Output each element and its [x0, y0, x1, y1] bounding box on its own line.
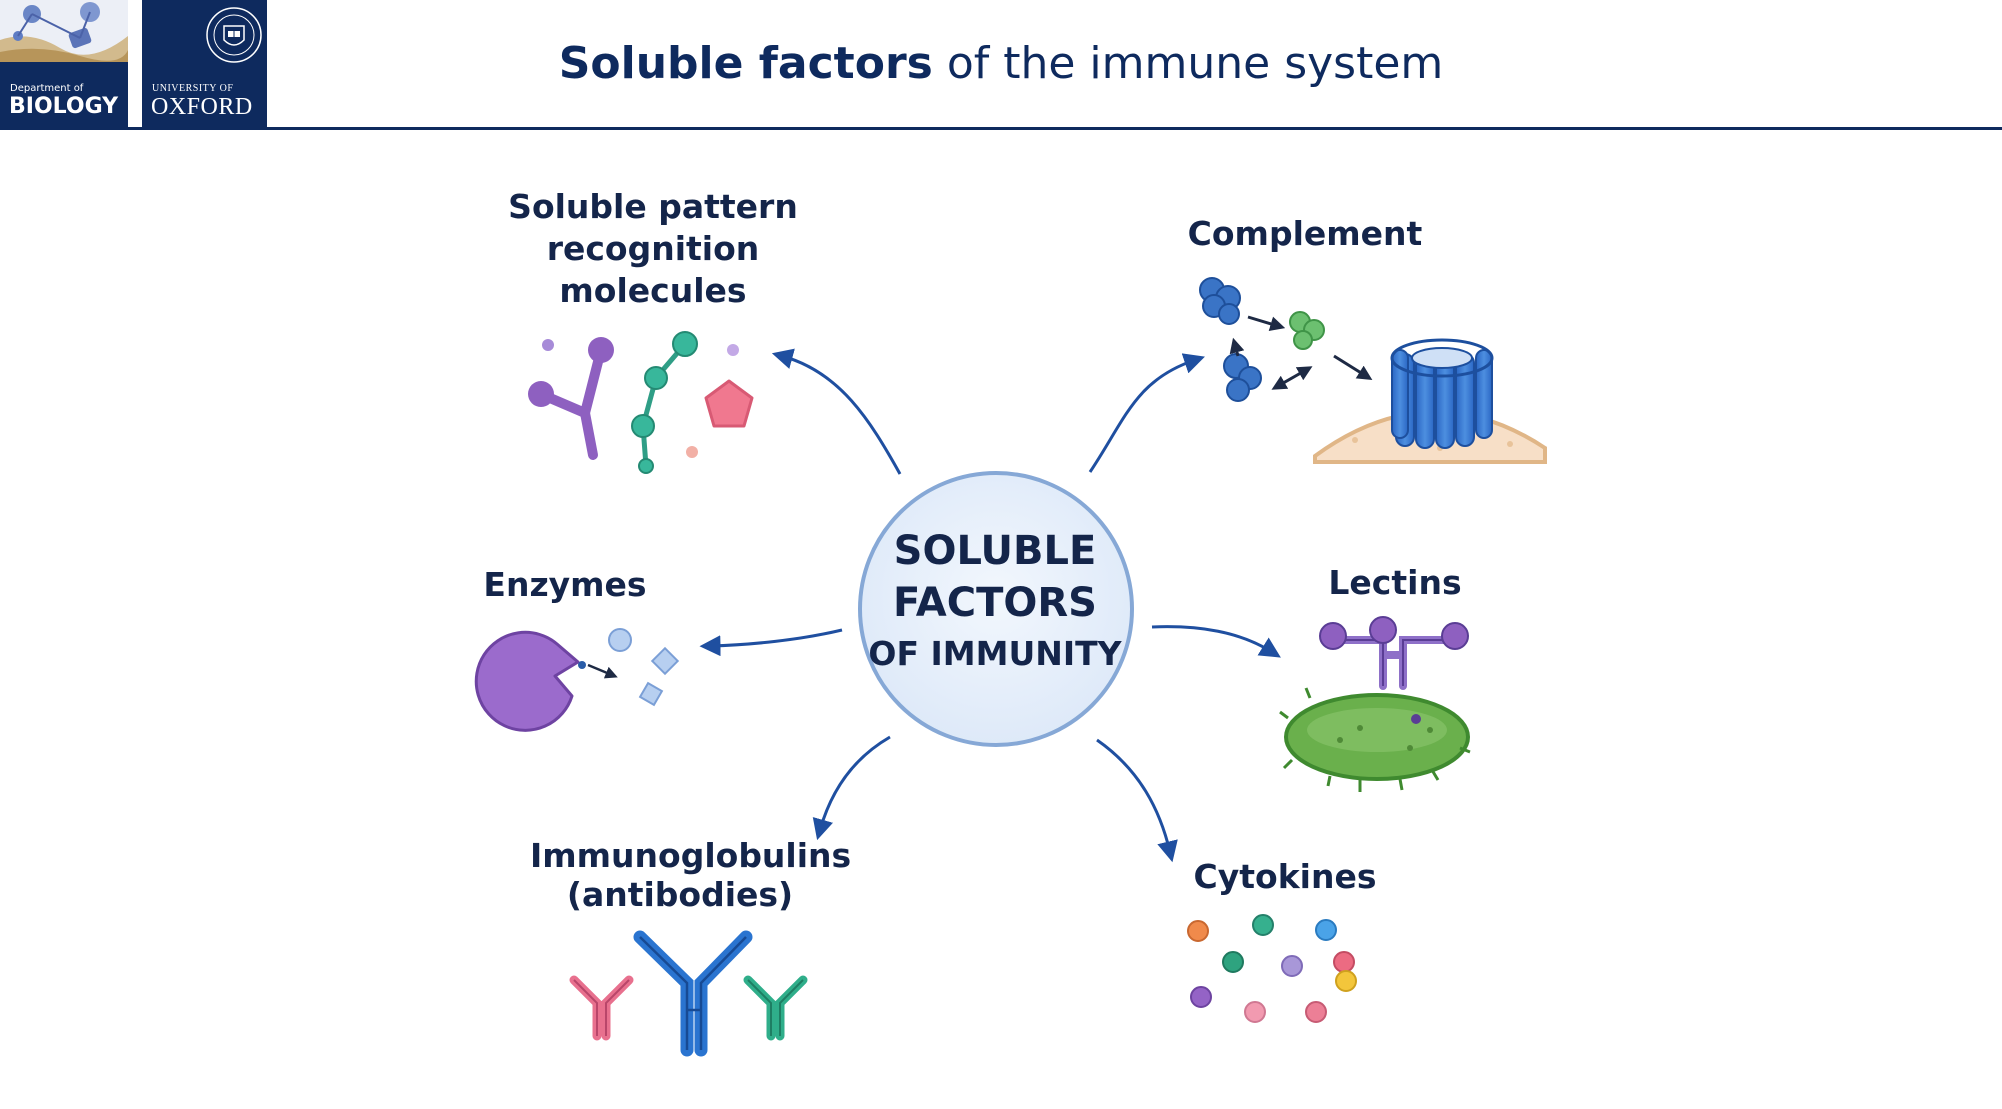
enzyme-pacman-icon [476, 629, 677, 730]
immunoglobulins-label-line2: (antibodies) [530, 877, 830, 913]
antibody-y-icon [574, 937, 803, 1050]
arrow-to-complement [1090, 360, 1195, 472]
complement-label: Complement [1160, 213, 1450, 255]
enzymes-label: Enzymes [450, 564, 680, 606]
center-label-line2: FACTORS [860, 577, 1130, 629]
prm-label-line2: recognition [493, 228, 813, 270]
lectin-bacterium-icon [1280, 617, 1470, 792]
pattern-recognition-molecules-icon [528, 332, 752, 473]
prm-label: Soluble pattern recognition molecules [493, 186, 813, 312]
immunoglobulins-label-line1: Immunoglobulins [530, 835, 830, 877]
arrow-to-immunoglobulins [820, 737, 890, 830]
cytokine-dots-icon [1188, 915, 1356, 1022]
lectins-label: Lectins [1300, 562, 1490, 604]
center-label: SOLUBLE FACTORS OF IMMUNITY [860, 525, 1130, 679]
prm-label-line3: molecules [493, 270, 813, 312]
arrow-to-cytokines [1097, 740, 1170, 852]
immunoglobulins-label: Immunoglobulins (antibodies) [530, 835, 830, 913]
complement-pore-cylinders [1392, 340, 1492, 448]
arrow-to-lectins [1152, 627, 1272, 652]
complement-pore-icon [1200, 278, 1545, 462]
center-label-line1: SOLUBLE [860, 525, 1130, 577]
prm-label-line1: Soluble pattern [493, 186, 813, 228]
cytokines-label: Cytokines [1160, 856, 1410, 898]
center-label-line3: OF IMMUNITY [860, 629, 1130, 679]
arrow-to-enzymes [710, 630, 842, 646]
arrow-to-prm [782, 356, 900, 474]
